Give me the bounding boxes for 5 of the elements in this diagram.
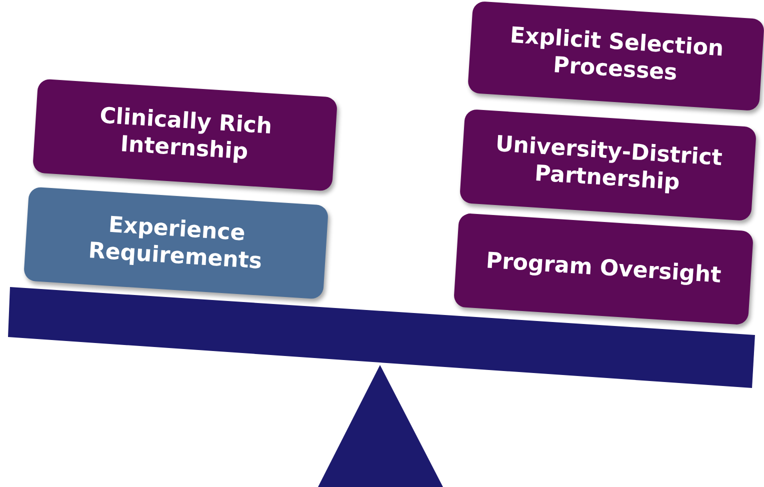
label-box: Explicit Selection Processes [467, 0, 764, 112]
label-box: Clinically Rich Internship [32, 78, 338, 192]
label-box: Program Oversight [453, 212, 754, 326]
label-box: University-District Partnership [459, 108, 757, 222]
label-box: Experience Requirements [23, 186, 329, 300]
